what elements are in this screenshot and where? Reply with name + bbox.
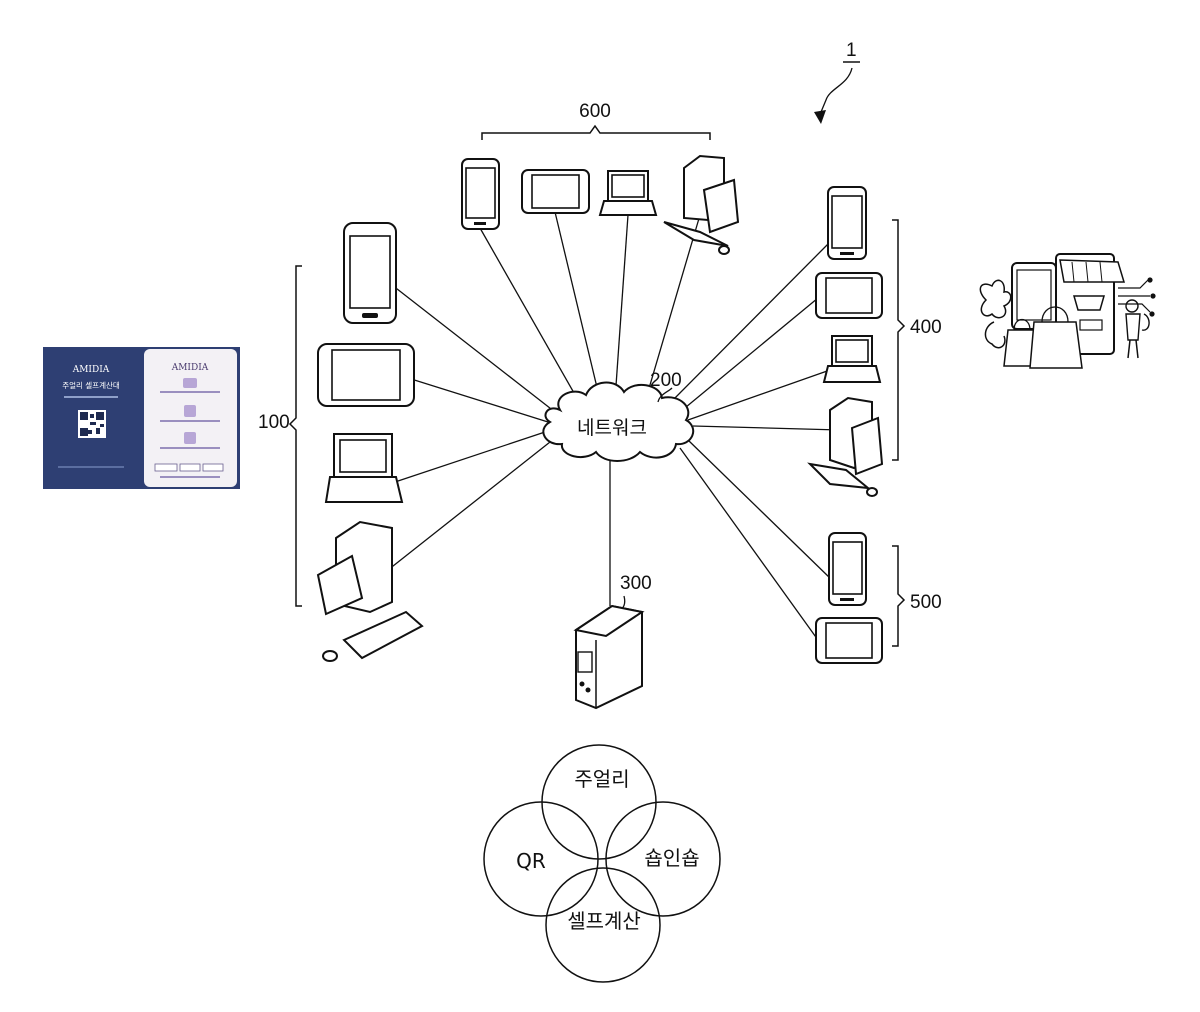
- venn-diagram: 주얼리 QR 숍인숍 셀프계산: [484, 745, 720, 982]
- server-tower-icon: [576, 606, 642, 708]
- group-100-ref-label: 100: [258, 412, 290, 433]
- tablet-icon: [318, 344, 414, 406]
- venn-label-jewelry: 주얼리: [574, 767, 629, 791]
- system-ref-label: 1: [846, 40, 857, 61]
- kiosk-title: 주얼리 셀프계산대: [62, 380, 120, 390]
- desktop-computer-icon: [318, 522, 422, 661]
- group-400-brace: [892, 220, 904, 460]
- shopping-bag-icon: [1030, 322, 1082, 368]
- arrow-head-icon: [814, 110, 826, 124]
- plant-leaf-icon: [980, 280, 1010, 317]
- group-500-ref-label: 500: [910, 592, 942, 613]
- group-500-brace: [892, 546, 904, 646]
- tablet-icon: [816, 273, 882, 318]
- group-100-brace: [290, 266, 302, 606]
- network-label: 네트워크: [577, 417, 647, 439]
- group-600: 600: [462, 101, 738, 254]
- person-figure-icon: [1126, 300, 1140, 358]
- laptop-icon: [326, 434, 402, 502]
- venn-label-qr: QR: [516, 849, 546, 873]
- server-ref-label: 300: [620, 573, 652, 594]
- shopping-basket-icon: [1074, 296, 1104, 310]
- kiosk-brand-right: AMIDIA: [171, 363, 209, 373]
- group-500: 500: [816, 533, 942, 663]
- tablet-icon: [816, 618, 882, 663]
- kiosk-buttons: [155, 464, 223, 471]
- system-reference: 1: [814, 40, 860, 124]
- network-cloud: 네트워크 200: [543, 370, 693, 461]
- venn-label-self-checkout: 셀프계산: [567, 909, 641, 933]
- group-400-ref-label: 400: [910, 317, 942, 338]
- smartphone-icon: [829, 533, 866, 605]
- qr-code-icon: [78, 410, 106, 438]
- smartphone-icon: [828, 187, 866, 259]
- venn-circle-jewelry: [542, 745, 656, 859]
- laptop-icon: [824, 336, 880, 382]
- desktop-computer-icon: [664, 156, 738, 254]
- group-600-ref-label: 600: [579, 101, 611, 122]
- group-600-brace: [482, 126, 710, 140]
- smartphone-icon: [462, 159, 499, 229]
- shopping-illustration: [980, 254, 1155, 368]
- venn-label-shop-in-shop: 숍인숍: [644, 846, 699, 870]
- laptop-icon: [600, 171, 656, 215]
- smartphone-icon: [344, 223, 396, 323]
- kiosk-screen: AMIDIA 주얼리 셀프계산대 AMIDIA: [43, 347, 240, 489]
- server-group: 300: [576, 573, 652, 708]
- tablet-icon: [522, 170, 589, 213]
- desktop-computer-icon: [810, 398, 882, 496]
- group-400: 400: [810, 187, 942, 496]
- network-ref-label: 200: [650, 370, 682, 391]
- kiosk-brand-left: AMIDIA: [72, 365, 110, 375]
